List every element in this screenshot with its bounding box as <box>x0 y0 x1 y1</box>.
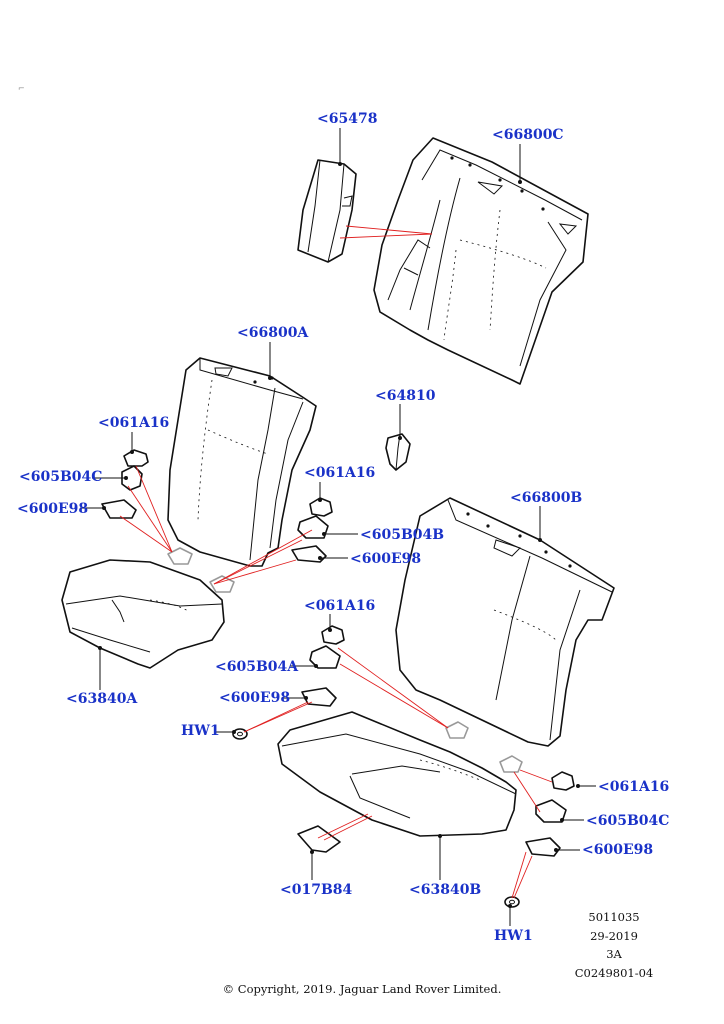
callout-605B04A: <605B04A <box>215 659 299 675</box>
callout-66800C: <66800C <box>492 127 564 143</box>
clip-061A16-left <box>123 449 149 467</box>
trim-64810 <box>385 433 411 471</box>
callout-061A16-center: <061A16 <box>304 598 376 614</box>
callout-600E98-left: <600E98 <box>17 501 89 517</box>
callout-605B04C-left: <605B04C <box>19 469 103 485</box>
washer-HW1-left <box>232 728 248 740</box>
plate-600E98-left <box>101 499 137 519</box>
cushion-63840A <box>61 559 225 669</box>
washer-HW1-right <box>504 896 520 908</box>
callout-HW1-right: HW1 <box>494 928 533 944</box>
callout-017B84: <017B84 <box>280 882 353 898</box>
clip-061A16-right <box>551 771 575 791</box>
backrest-66800A <box>167 357 317 567</box>
callout-600E98-center: <600E98 <box>219 690 291 706</box>
callout-600E98-right: <600E98 <box>582 842 654 858</box>
callout-061A16-left: <061A16 <box>98 415 170 431</box>
bracket-605B04B <box>297 515 329 539</box>
plate-600E98-mid <box>291 545 327 563</box>
reference-revision: 3A <box>606 947 622 961</box>
backrest-66800C <box>373 137 589 385</box>
bracket-605B04A <box>309 645 341 669</box>
connector-lines <box>119 225 553 899</box>
reference-date: 29-2019 <box>590 928 638 943</box>
callout-66800B: <66800B <box>510 490 583 506</box>
reference-number: 5011035 <box>588 910 640 924</box>
backrest-66800B <box>395 497 615 747</box>
callout-66800A: <66800A <box>237 325 309 341</box>
callout-605B04B: <605B04B <box>360 527 445 543</box>
copyright-notice: © Copyright, 2019. Jaguar Land Rover Lim… <box>222 982 502 996</box>
callout-63840A: <63840A <box>66 691 138 707</box>
clip-ghost-mid <box>209 575 235 593</box>
clip-061A16-center <box>321 625 345 645</box>
corner-mark: ⌐ <box>18 84 25 93</box>
callout-605B04C-right: <605B04C <box>586 813 670 829</box>
bracket-605B04C-left <box>121 465 143 491</box>
plate-600E98-right <box>525 837 561 857</box>
pad-017B84 <box>297 825 341 853</box>
cushion-63840B <box>277 711 517 837</box>
callout-061A16-mid: <061A16 <box>304 465 376 481</box>
clip-ghost-right <box>499 755 523 773</box>
leader-lines <box>80 128 596 926</box>
callout-63840B: <63840B <box>409 882 482 898</box>
callout-061A16-right: <061A16 <box>598 779 670 795</box>
clip-ghost-center <box>445 721 469 739</box>
reference-code: C0249801-04 <box>574 965 654 980</box>
reference-block: 5011035 29-2019 3A C0249801-04 <box>572 908 656 982</box>
callout-65478: <65478 <box>317 111 378 127</box>
callout-64810: <64810 <box>375 388 436 404</box>
callout-600E98-mid: <600E98 <box>350 551 422 567</box>
armrest-65478 <box>297 159 357 263</box>
callout-HW1-left: HW1 <box>181 723 220 739</box>
clip-ghost-left <box>167 547 193 565</box>
